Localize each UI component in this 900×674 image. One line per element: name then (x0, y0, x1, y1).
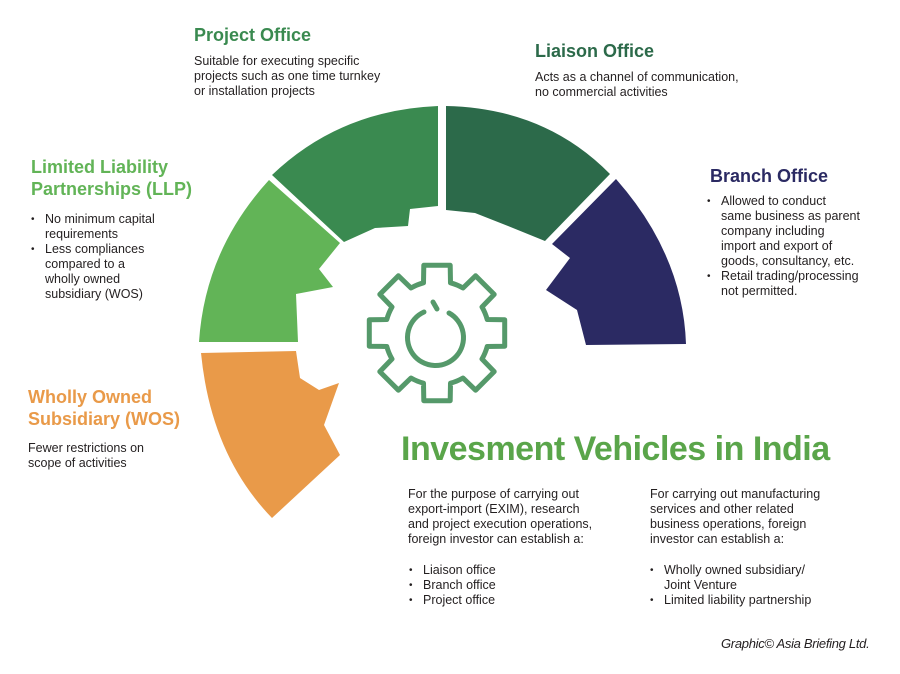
exim-vehicle-list: Liaison office Branch office Project off… (407, 563, 627, 608)
intro-line: business operations, foreign (650, 517, 807, 531)
project-office-segment (272, 106, 438, 242)
bullet-item: Branch office (407, 578, 627, 593)
bullet-line: compared to a (45, 257, 125, 271)
title-line: Limited Liability (31, 157, 169, 177)
bullet-line: Less compliances (45, 242, 145, 256)
bullet-item: Allowed to conduct same business as pare… (705, 194, 895, 269)
intro-line: For carrying out manufacturing (650, 487, 821, 501)
title-line: Subsidiary (WOS) (28, 409, 181, 429)
bullet-line: wholly owned (45, 272, 121, 286)
project-office-description: Suitable for executing specific projects… (194, 54, 380, 99)
gear-icon (366, 262, 508, 404)
title-line: Partnerships (LLP) (31, 179, 193, 199)
title-line: Wholly Owned (28, 387, 152, 407)
bullet-line: No minimum capital (45, 212, 155, 226)
description-line: or installation projects (194, 84, 315, 98)
exim-intro: For the purpose of carrying out export-i… (408, 487, 638, 547)
wos-segment (201, 351, 340, 518)
bullet-line: Project office (423, 593, 496, 607)
wos-description: Fewer restrictions on scope of activitie… (28, 441, 144, 471)
description-line: scope of activities (28, 456, 127, 470)
bullet-line: company including (721, 224, 825, 238)
bullet-line: Limited liability partnership (664, 593, 812, 607)
description-line: Acts as a channel of communication, (535, 70, 739, 84)
main-title: Invesment Vehicles in India (401, 430, 830, 468)
gear-inner-ring (405, 309, 466, 369)
description-line: projects such as one time turnkey (194, 69, 381, 83)
bullet-line: requirements (45, 227, 118, 241)
bullet-item: Liaison office (407, 563, 627, 578)
bullet-item: Project office (407, 593, 627, 608)
bullet-line: Branch office (423, 578, 496, 592)
liaison-office-description: Acts as a channel of communication, no c… (535, 70, 739, 100)
intro-line: foreign investor can establish a: (408, 532, 584, 546)
bullet-item: Less compliances compared to a wholly ow… (29, 242, 199, 302)
intro-line: services and other related (650, 502, 794, 516)
bullet-line: Liaison office (423, 563, 496, 577)
branch-office-title: Branch Office (710, 166, 829, 186)
bullet-item: Wholly owned subsidiary/ Joint Venture (648, 563, 888, 593)
bullet-line: goods, consultancy, etc. (721, 254, 855, 268)
manufacturing-vehicle-list: Wholly owned subsidiary/ Joint Venture L… (648, 563, 888, 608)
wos-title: Wholly Owned Subsidiary (WOS) (28, 386, 180, 430)
intro-line: and project execution operations, (408, 517, 593, 531)
bullet-item: Limited liability partnership (648, 593, 888, 608)
gear-ring-tick (430, 299, 440, 312)
project-office-title: Project Office (194, 25, 312, 45)
bullet-line: Joint Venture (664, 578, 737, 592)
liaison-office-segment (446, 106, 610, 241)
intro-line: export-import (EXIM), research (408, 502, 580, 516)
manufacturing-intro: For carrying out manufacturing services … (650, 487, 890, 547)
bullet-line: Wholly owned subsidiary/ (664, 563, 806, 577)
liaison-office-title: Liaison Office (535, 41, 655, 61)
llp-bullets: No minimum capital requirements Less com… (29, 212, 199, 302)
llp-title: Limited Liability Partnerships (LLP) (31, 156, 192, 200)
bullet-item: No minimum capital requirements (29, 212, 199, 242)
branch-office-segment (546, 179, 686, 345)
bullet-line: Retail trading/processing (721, 269, 859, 283)
bullet-line: Allowed to conduct (721, 194, 826, 208)
llp-segment (199, 180, 340, 342)
intro-line: For the purpose of carrying out (408, 487, 579, 501)
bullet-item: Retail trading/processing not permitted. (705, 269, 895, 299)
description-line: Suitable for executing specific (194, 54, 360, 68)
intro-line: investor can establish a: (650, 532, 785, 546)
bullet-line: not permitted. (721, 284, 798, 298)
branch-office-bullets: Allowed to conduct same business as pare… (705, 194, 895, 299)
bullet-line: subsidiary (WOS) (45, 287, 143, 301)
bullet-line: import and export of (721, 239, 833, 253)
graphic-credit: Graphic© Asia Briefing Ltd. (721, 636, 870, 651)
description-line: no commercial activities (535, 85, 668, 99)
bullet-line: same business as parent (721, 209, 860, 223)
description-line: Fewer restrictions on (28, 441, 145, 455)
gear-outline (366, 262, 508, 404)
